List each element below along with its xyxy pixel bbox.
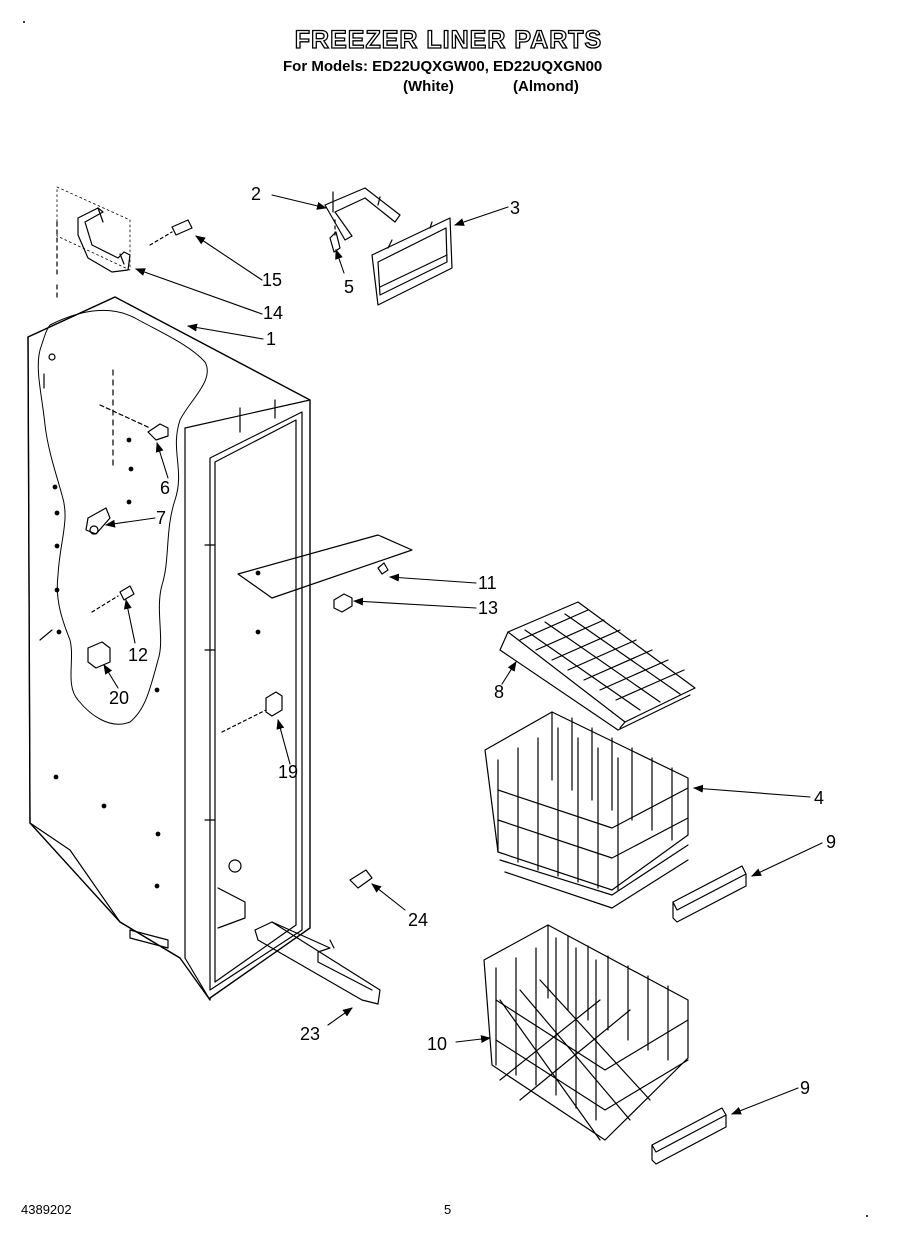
- callout-6: 6: [160, 478, 170, 498]
- callout-2: 2: [251, 184, 261, 204]
- part-3-cover: [371, 217, 453, 306]
- callout-12: 12: [128, 645, 148, 665]
- part-11-plate: [237, 534, 413, 599]
- callout-7: 7: [156, 508, 166, 528]
- callout-10: 10: [427, 1034, 447, 1054]
- part-6-clip: [99, 404, 169, 441]
- page-title: FREEZER LINER PARTS: [294, 25, 603, 54]
- callout-8: 8: [494, 682, 504, 702]
- part-5-screw: [329, 219, 341, 253]
- callout-13: 13: [478, 598, 498, 618]
- callout-1: 1: [266, 329, 276, 349]
- part-2-bracket: [324, 187, 401, 241]
- callout-15: 15: [262, 270, 282, 290]
- document-number: 4389202: [21, 1202, 72, 1217]
- callout-3: 3: [510, 198, 520, 218]
- leader-arrows: [103, 194, 823, 1115]
- part-9-trim-upper: [672, 865, 747, 923]
- part-13-fitting: [333, 593, 353, 613]
- callout-14: 14: [263, 303, 283, 323]
- callout-9-upper: 9: [826, 832, 836, 852]
- part-24-screw: [349, 869, 373, 889]
- callout-5: 5: [344, 277, 354, 297]
- callout-4: 4: [814, 788, 824, 808]
- part-4-basket: [484, 711, 689, 909]
- color-almond: (Almond): [513, 78, 579, 95]
- part-19-clip: [221, 691, 283, 733]
- callout-23: 23: [300, 1024, 320, 1044]
- callout-20: 20: [109, 688, 129, 708]
- part-12-screw: [91, 585, 135, 613]
- part-20-block: [87, 641, 111, 669]
- callout-24: 24: [408, 910, 428, 930]
- callout-9-lower: 9: [800, 1078, 810, 1098]
- part-7-fastener: [85, 507, 111, 535]
- callout-11: 11: [478, 573, 497, 593]
- freezer-liner: [27, 221, 311, 1001]
- page-number: 5: [444, 1202, 452, 1217]
- part-14-hinge-bracket: [56, 186, 131, 273]
- part-10-basket: [483, 924, 689, 1141]
- callout-19: 19: [278, 762, 298, 782]
- model-numbers: For Models: ED22UQXGW00, ED22UQXGN00: [283, 58, 603, 75]
- callout-labels: 2 3 15 5 14 1 6 7 11 13 12 20 8 19 4 9 2…: [109, 184, 836, 1098]
- part-9-trim-lower: [651, 1107, 727, 1165]
- color-white: (White): [403, 78, 454, 95]
- part-23-rail: [254, 921, 381, 1005]
- part-8-wire-shelf: [499, 601, 696, 731]
- part-15-screw: [149, 219, 193, 246]
